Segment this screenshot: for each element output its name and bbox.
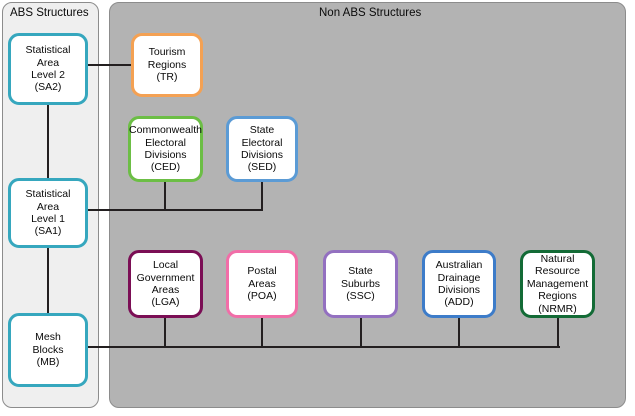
panel-abs-structures-title: ABS Structures — [10, 7, 89, 19]
connector-sa2-tr — [87, 64, 132, 66]
node-ssc-label: State Suburbs (SSC) — [340, 265, 381, 303]
node-add[interactable]: Australian Drainage Divisions (ADD) — [422, 250, 496, 318]
node-add-label: Australian Drainage Divisions (ADD) — [435, 259, 483, 309]
connector-bus-ssc — [360, 317, 362, 348]
node-sa2[interactable]: Statistical Area Level 2 (SA2) — [8, 33, 88, 105]
node-nrmr-label: Natural Resource Management Regions (NRM… — [526, 252, 589, 315]
node-nrmr[interactable]: Natural Resource Management Regions (NRM… — [520, 250, 595, 318]
connector-bus-lga — [164, 317, 166, 348]
node-sa1[interactable]: Statistical Area Level 1 (SA1) — [8, 178, 88, 248]
connector-bus-nrmr — [557, 317, 559, 348]
node-poa-label: Postal Areas (POA) — [247, 265, 277, 303]
node-ced[interactable]: Commonwealth Electoral Divisions (CED) — [128, 116, 203, 182]
connector-mb-bus — [87, 346, 560, 348]
connector-bus-sed — [261, 181, 263, 211]
node-lga-label: Local Government Areas (LGA) — [136, 259, 195, 309]
node-mb[interactable]: Mesh Blocks (MB) — [8, 313, 88, 387]
connector-bus-add — [458, 317, 460, 348]
node-tr-label: Tourism Regions (TR) — [147, 46, 187, 84]
connector-bus-poa — [261, 317, 263, 348]
connector-sa1-bus — [87, 209, 263, 211]
connector-sa2-sa1 — [47, 104, 49, 180]
node-ced-label: Commonwealth Electoral Divisions (CED) — [129, 124, 202, 174]
node-sa2-label: Statistical Area Level 2 (SA2) — [25, 44, 71, 94]
panel-non-abs-structures-title: Non ABS Structures — [319, 7, 422, 19]
node-sed[interactable]: State Electoral Divisions (SED) — [226, 116, 298, 182]
connector-bus-ced — [164, 181, 166, 211]
node-ssc[interactable]: State Suburbs (SSC) — [323, 250, 398, 318]
node-sed-label: State Electoral Divisions (SED) — [240, 124, 283, 174]
node-lga[interactable]: Local Government Areas (LGA) — [128, 250, 203, 318]
node-mb-label: Mesh Blocks (MB) — [32, 331, 64, 369]
node-sa1-label: Statistical Area Level 1 (SA1) — [25, 188, 71, 238]
node-tr[interactable]: Tourism Regions (TR) — [131, 33, 203, 97]
connector-sa1-mb — [47, 247, 49, 314]
node-poa[interactable]: Postal Areas (POA) — [226, 250, 298, 318]
